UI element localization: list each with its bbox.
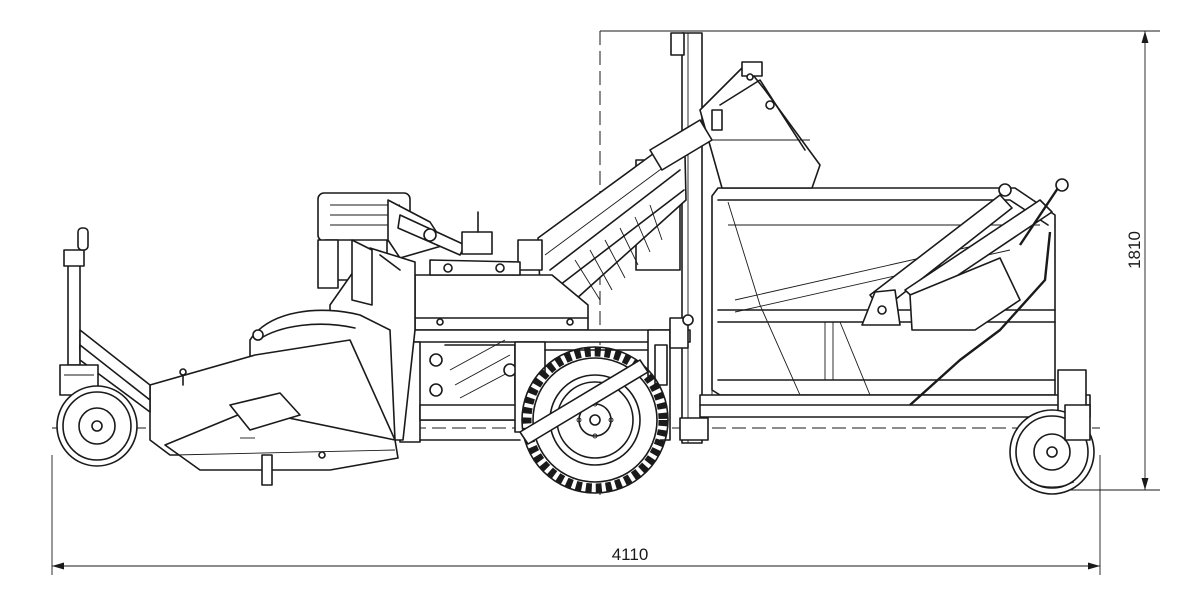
rear-caster-wheel	[1009, 404, 1095, 495]
collection-bin	[635, 32, 1091, 444]
elevator-conveyor	[537, 119, 713, 301]
height-dimension-label: 1810	[1125, 231, 1144, 269]
front-support-arm	[59, 227, 151, 413]
height-dimension: 1810	[600, 30, 1160, 491]
digging-unit	[149, 239, 416, 486]
engine	[317, 192, 543, 289]
main-drive-wheel	[519, 346, 669, 494]
length-dimension-label: 4110	[612, 545, 649, 564]
length-dimension: 4110	[51, 455, 1101, 575]
front-caster-wheel	[56, 385, 138, 467]
